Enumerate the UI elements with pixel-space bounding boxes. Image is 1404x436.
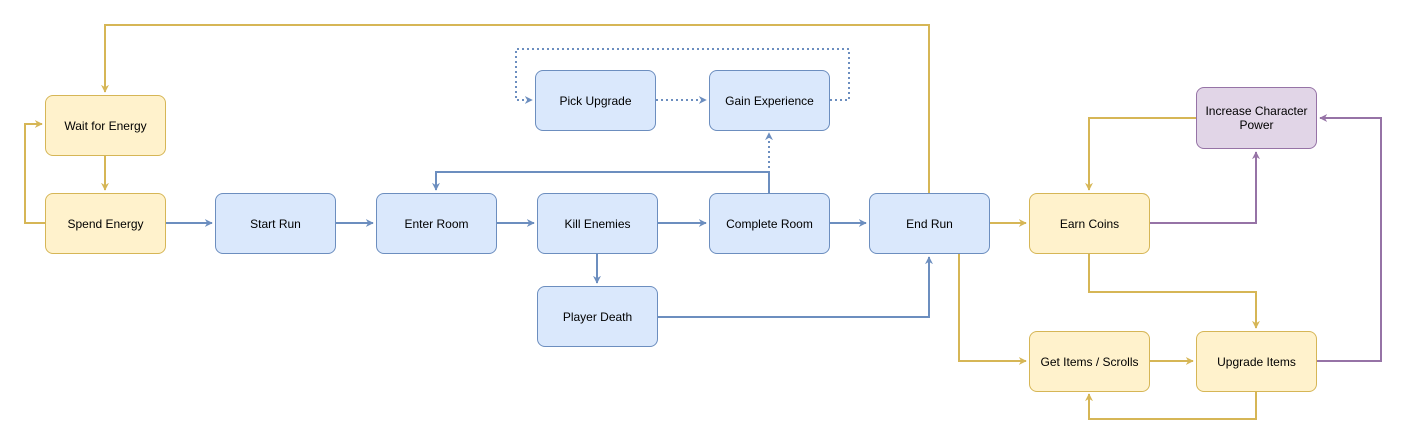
edge-playerdeath-to-endrun: [658, 256, 933, 318]
node-player-death[interactable]: Player Death: [537, 286, 658, 347]
node-complete-room[interactable]: Complete Room: [709, 193, 830, 254]
edge-completeroom-to-enterroom: [432, 171, 770, 193]
node-enter-room[interactable]: Enter Room: [376, 193, 497, 254]
edge-endrun-to-getitems: [958, 254, 1027, 365]
node-spend-energy[interactable]: Spend Energy: [45, 193, 166, 254]
node-get-items-scrolls[interactable]: Get Items / Scrolls: [1029, 331, 1150, 392]
node-increase-character-power[interactable]: Increase Character Power: [1196, 87, 1317, 149]
node-pick-upgrade[interactable]: Pick Upgrade: [535, 70, 656, 131]
node-wait-for-energy[interactable]: Wait for Energy: [45, 95, 166, 156]
node-kill-enemies[interactable]: Kill Enemies: [537, 193, 658, 254]
edge-gainexp-to-pickupgrade: [515, 48, 850, 104]
node-earn-coins[interactable]: Earn Coins: [1029, 193, 1150, 254]
edge-earncoins-to-icp: [1150, 151, 1260, 224]
edge-upgradeitems-to-getitems: [1085, 391, 1257, 420]
edge-upgradeitems-to-icp: [1317, 114, 1382, 362]
node-end-run[interactable]: End Run: [869, 193, 990, 254]
node-start-run[interactable]: Start Run: [215, 193, 336, 254]
node-gain-experience[interactable]: Gain Experience: [709, 70, 830, 131]
node-upgrade-items[interactable]: Upgrade Items: [1196, 331, 1317, 392]
edge-earncoins-to-upgradeitems: [1088, 254, 1260, 329]
edge-icp-to-earncoins: [1085, 117, 1196, 191]
edge-spend-to-wait: [24, 120, 45, 224]
edge-endrun-to-wait: [101, 24, 930, 193]
